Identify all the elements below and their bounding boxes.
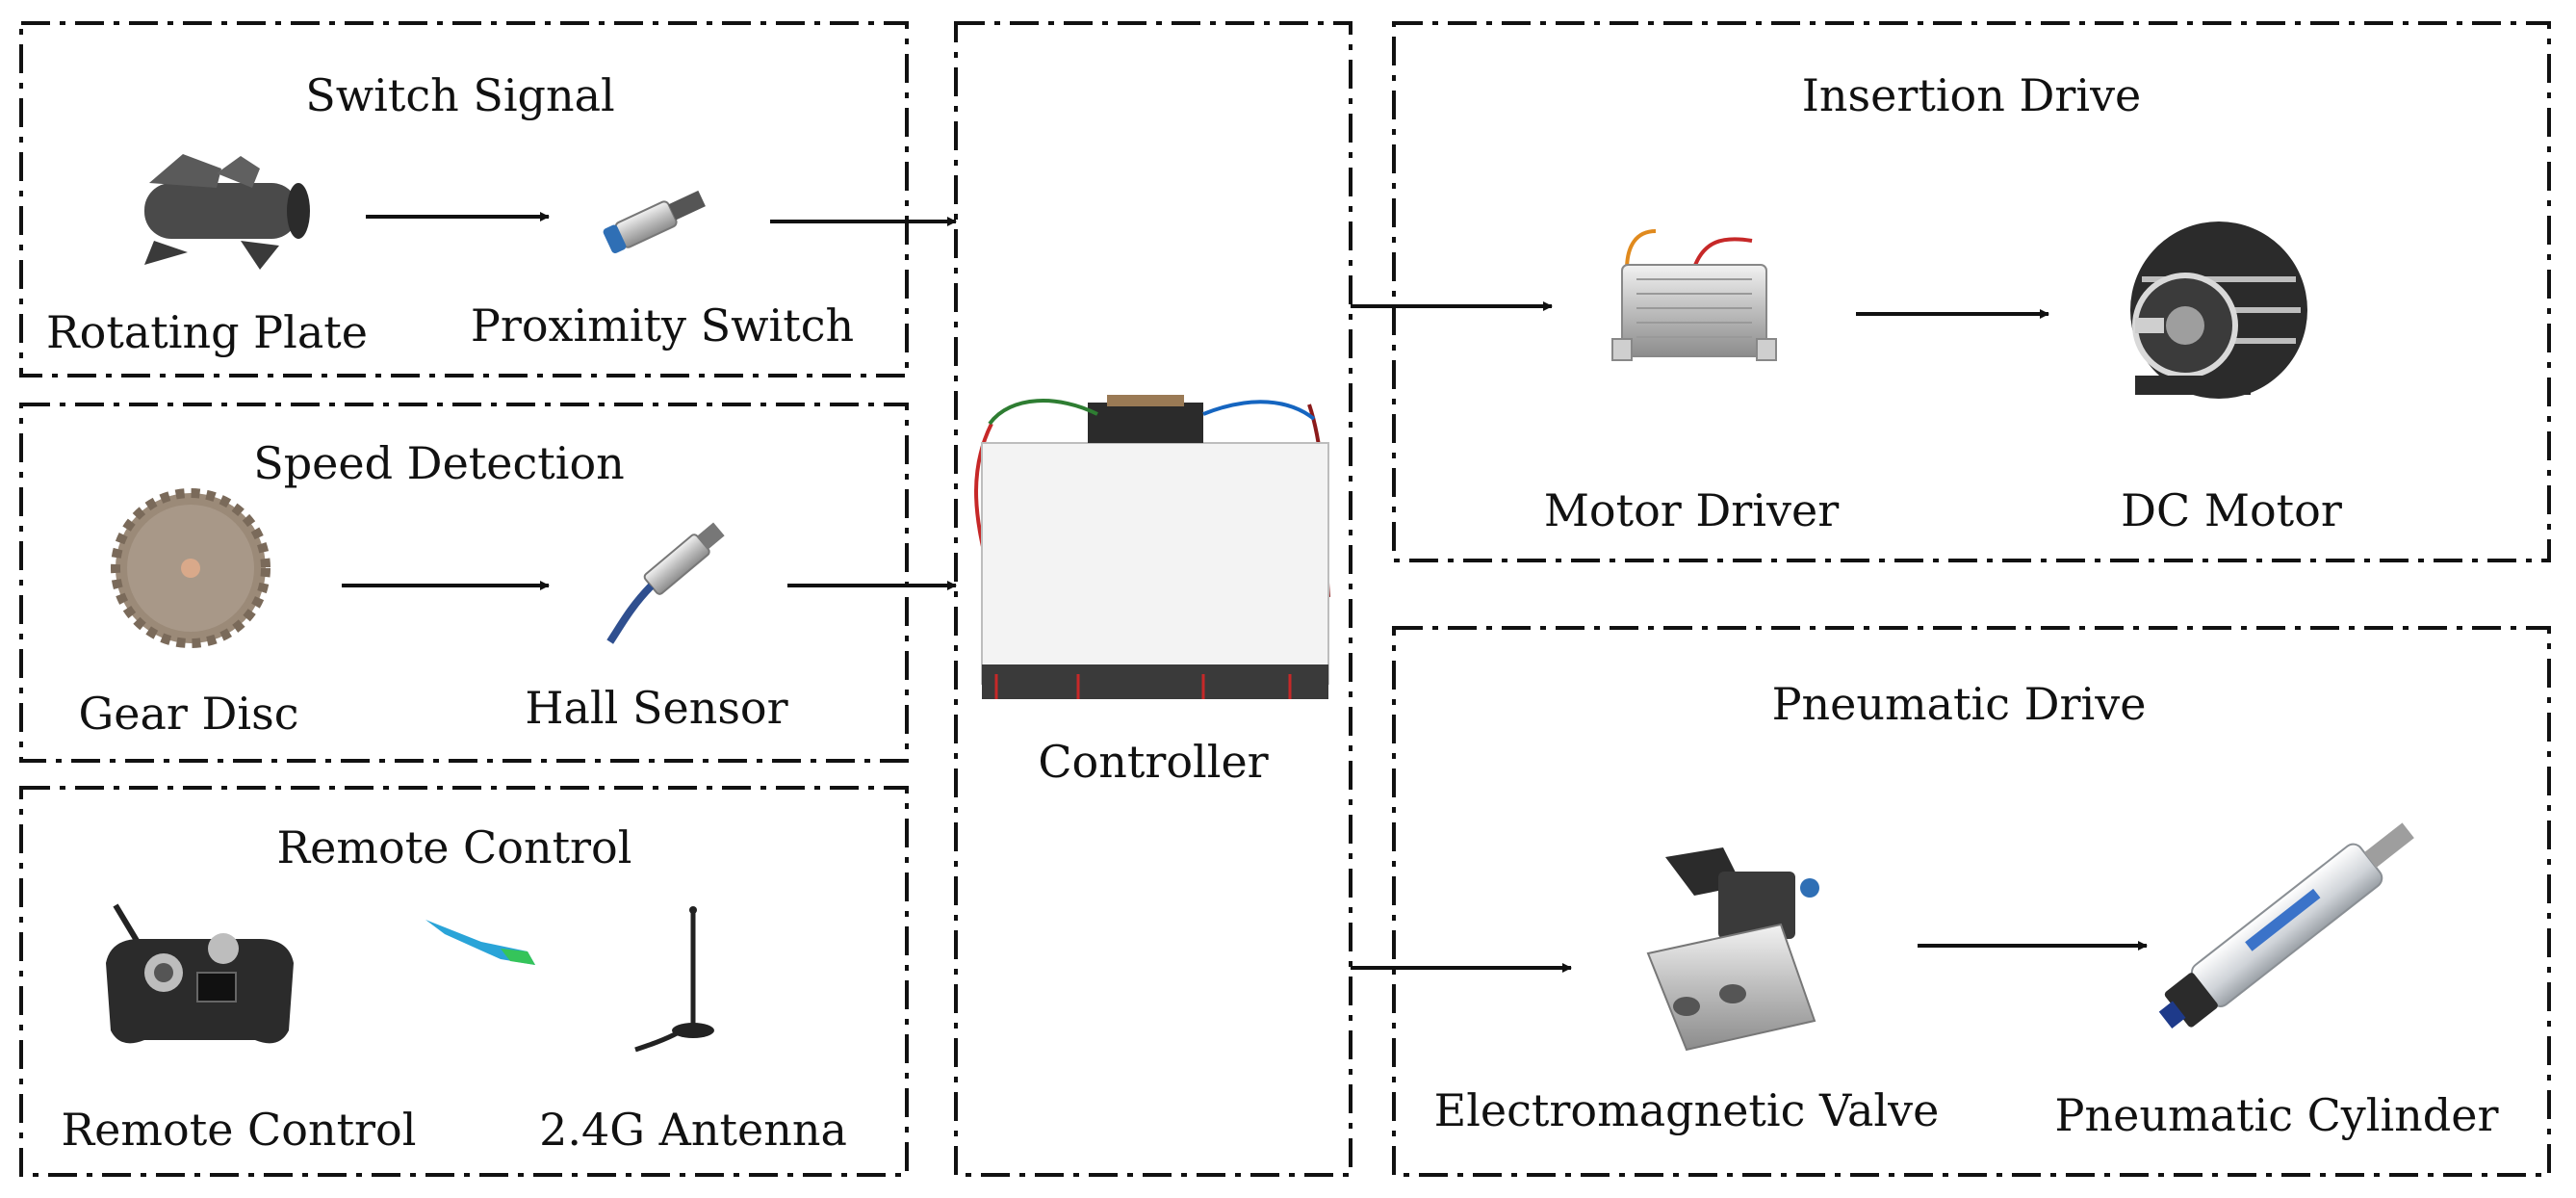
remote-control-box — [19, 786, 909, 1177]
gear-disc-label: Gear Disc — [78, 688, 299, 740]
motor-driver-icon — [1611, 229, 1777, 361]
hall-sensor-icon — [606, 522, 725, 644]
controller-image — [974, 395, 1330, 699]
dc-motor-icon — [2130, 221, 2307, 399]
rotating-plate-icon — [144, 154, 310, 270]
electromagnetic-valve-label: Electromagnetic Valve — [1433, 1084, 1940, 1136]
switch-signal-box — [19, 21, 909, 378]
insertion-drive-title: Insertion Drive — [1801, 69, 2142, 121]
motor-driver-label: Motor Driver — [1543, 484, 1840, 536]
wireless-signal-icon — [425, 920, 535, 965]
remote-control-label: Remote Control — [61, 1104, 417, 1156]
electromagnetic-valve-icon — [1646, 847, 1819, 1052]
pneumatic-drive-box — [1392, 626, 2551, 1177]
antenna-icon — [634, 906, 714, 1053]
dc-motor-label: DC Motor — [2121, 484, 2342, 536]
pneumatic-cylinder-label: Pneumatic Cylinder — [2054, 1089, 2499, 1141]
insertion-drive-box — [1392, 21, 2551, 562]
switch-signal-title: Switch Signal — [305, 69, 615, 121]
proximity-switch-label: Proximity Switch — [470, 300, 855, 352]
remote-control-icon — [106, 903, 294, 1044]
rotating-plate-label: Rotating Plate — [46, 306, 368, 358]
controller-label: Controller — [1038, 736, 1269, 788]
antenna-label: 2.4G Antenna — [539, 1104, 847, 1156]
speed-detection-box — [19, 403, 909, 763]
pneumatic-drive-title: Pneumatic Drive — [1771, 678, 2147, 730]
pneumatic-cylinder-icon — [2158, 822, 2414, 1029]
gear-disc-icon — [111, 488, 270, 648]
remote-control-title: Remote Control — [276, 821, 632, 873]
hall-sensor-label: Hall Sensor — [525, 682, 788, 734]
controller-box — [954, 21, 1352, 1177]
proximity-switch-icon — [603, 190, 706, 254]
speed-detection-title: Speed Detection — [253, 437, 625, 489]
